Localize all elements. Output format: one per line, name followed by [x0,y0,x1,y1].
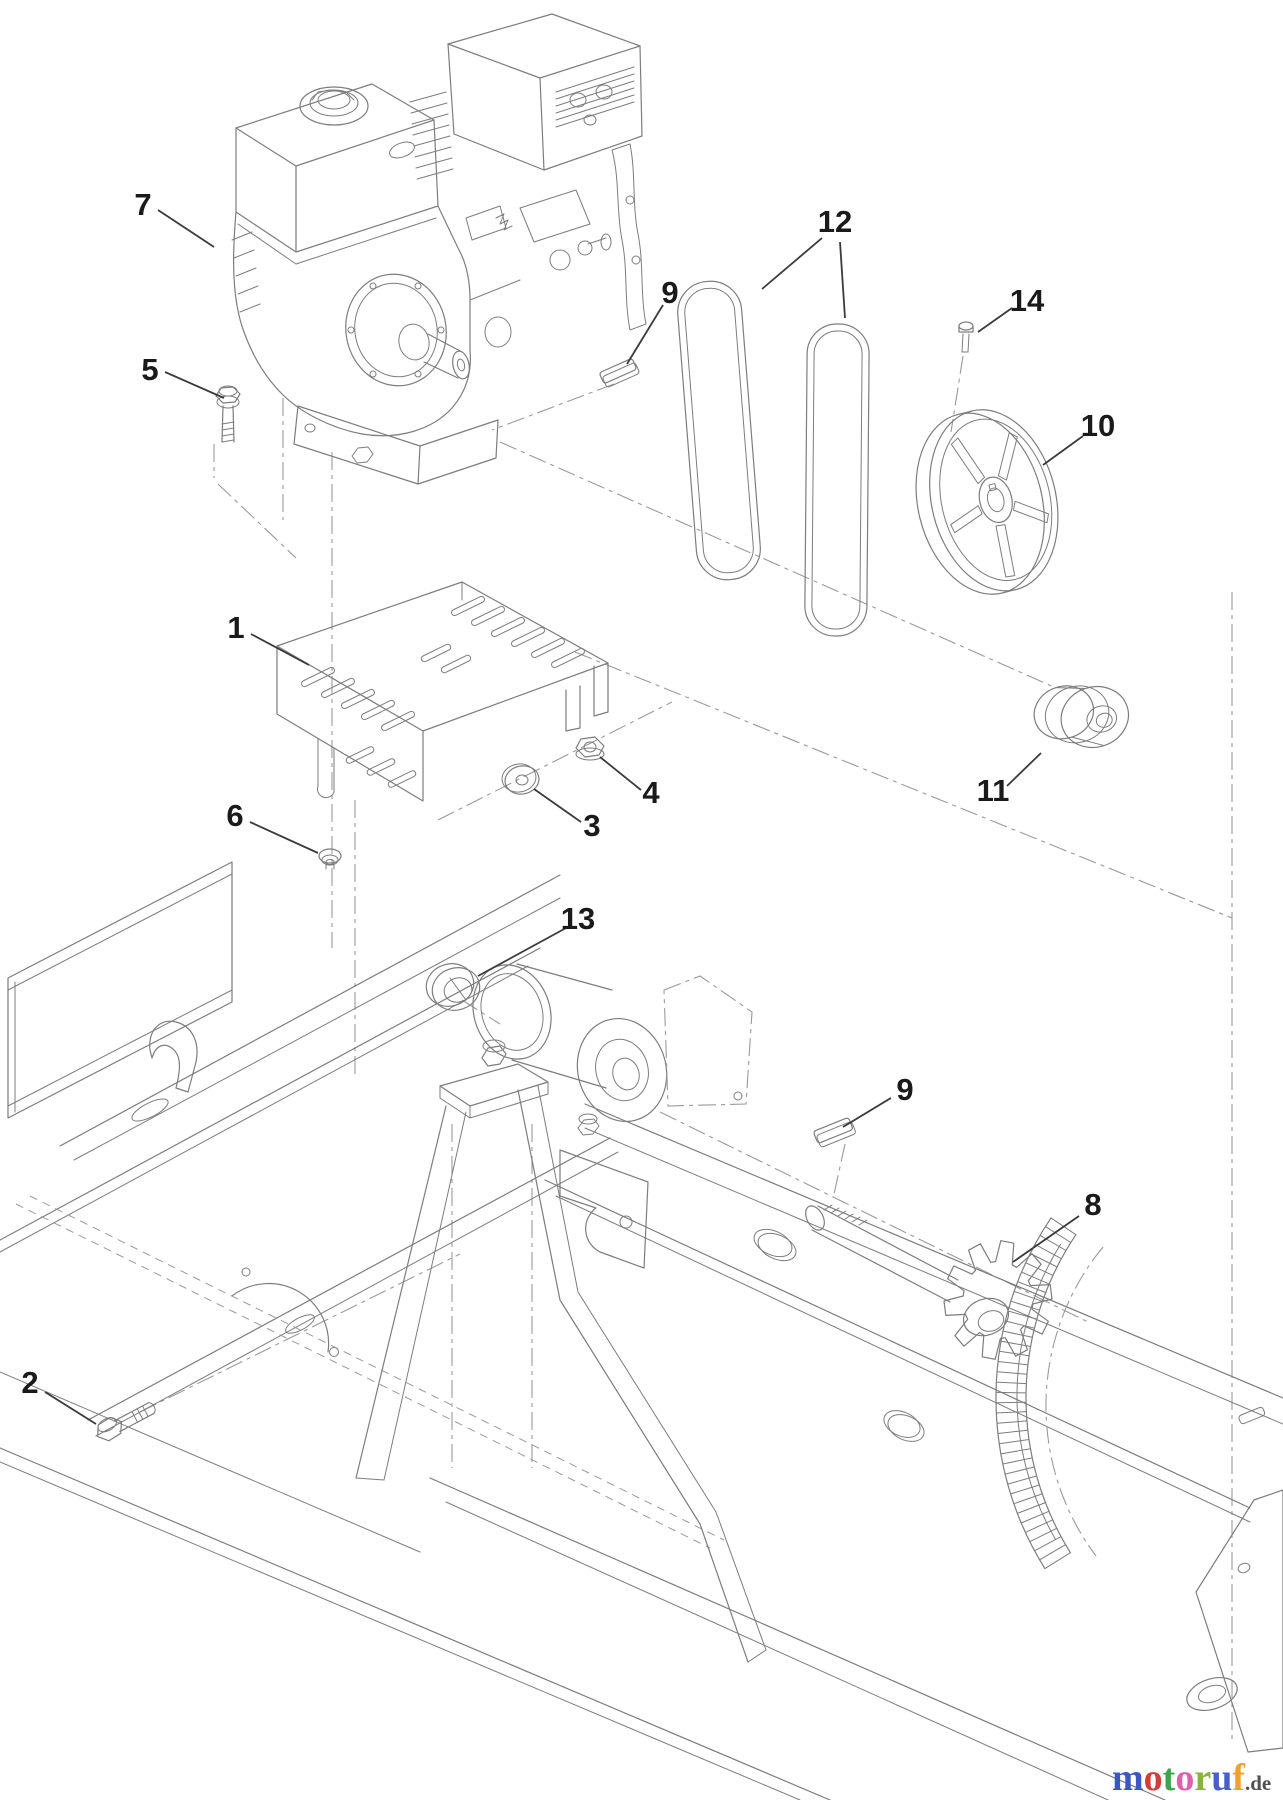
mount-plate-outline [663,975,753,1107]
ring-gear [995,1217,1104,1570]
svg-text:6: 6 [226,798,243,833]
washer-3 [501,763,540,795]
construction-lines [139,355,1233,1742]
shaft-8 [805,1204,959,1303]
callout-13: 13 [477,901,595,977]
frame-arc-plate [231,1282,330,1353]
svg-text:5: 5 [141,352,158,387]
bolt-5 [215,385,241,443]
svg-text:1: 1 [227,610,244,645]
callout-12: 12 [761,204,852,319]
key-9-upper [599,358,640,388]
watermark-logo: motoruf.de [1112,1757,1271,1799]
svg-text:10: 10 [1081,408,1115,443]
gear-face-axis-arc [1045,1246,1104,1557]
air-cleaner-box [409,13,643,180]
callout-9-upper: 9 [626,275,679,365]
svg-text:4: 4 [642,775,660,810]
output-shaft [423,333,470,380]
svg-text:12: 12 [818,204,852,239]
svg-text:3: 3 [583,808,600,843]
svg-text:14: 14 [1010,283,1045,318]
crankcase-cover [345,273,447,387]
carburetor-cluster [465,189,612,348]
large-pulley [915,409,1059,595]
svg-text:11: 11 [977,773,1010,808]
callout-6: 6 [226,798,319,854]
sprocket-8 [943,1240,1053,1360]
callout-10: 10 [1042,408,1115,466]
callouts: 7 5 9 12 14 10 1 4 3 6 13 11 9 8 2 [21,187,1115,1425]
svg-text:9: 9 [896,1072,913,1107]
callout-11: 11 [977,752,1042,808]
frame-hook-bracket [149,1020,198,1093]
svg-text:2: 2 [21,1365,38,1400]
bearing-13 [425,963,481,1011]
callout-1: 1 [227,610,310,666]
svg-text:13: 13 [561,901,595,936]
fastener-6 [318,848,342,870]
callout-8: 8 [1012,1187,1102,1263]
key-9-lower [813,1117,856,1148]
a-frame [355,1039,767,1663]
bolt-2 [97,1402,156,1442]
callout-2: 2 [21,1365,97,1425]
v-belt-left [677,280,761,581]
small-pulley [1033,685,1130,749]
frame-side-plate [1195,1489,1283,1753]
plate-slots [301,595,585,788]
callout-9-lower: 9 [842,1072,914,1128]
engine-plate [276,581,609,802]
svg-text:9: 9 [661,275,678,310]
frame-weldment [0,861,1283,1800]
svg-text:7: 7 [134,187,151,222]
v-belt-right [804,323,870,637]
svg-text:8: 8 [1084,1187,1101,1222]
callout-5: 5 [141,352,225,399]
callout-14: 14 [977,283,1045,333]
fuel-cap [299,86,369,126]
flange-nut-4 [575,736,605,761]
engine-base [293,405,499,485]
engine-assembly [231,13,647,485]
callout-4: 4 [599,756,660,810]
key-detail [1238,1406,1266,1425]
bolt-14 [958,321,974,353]
callout-3: 3 [533,788,601,843]
callout-7: 7 [134,187,215,248]
